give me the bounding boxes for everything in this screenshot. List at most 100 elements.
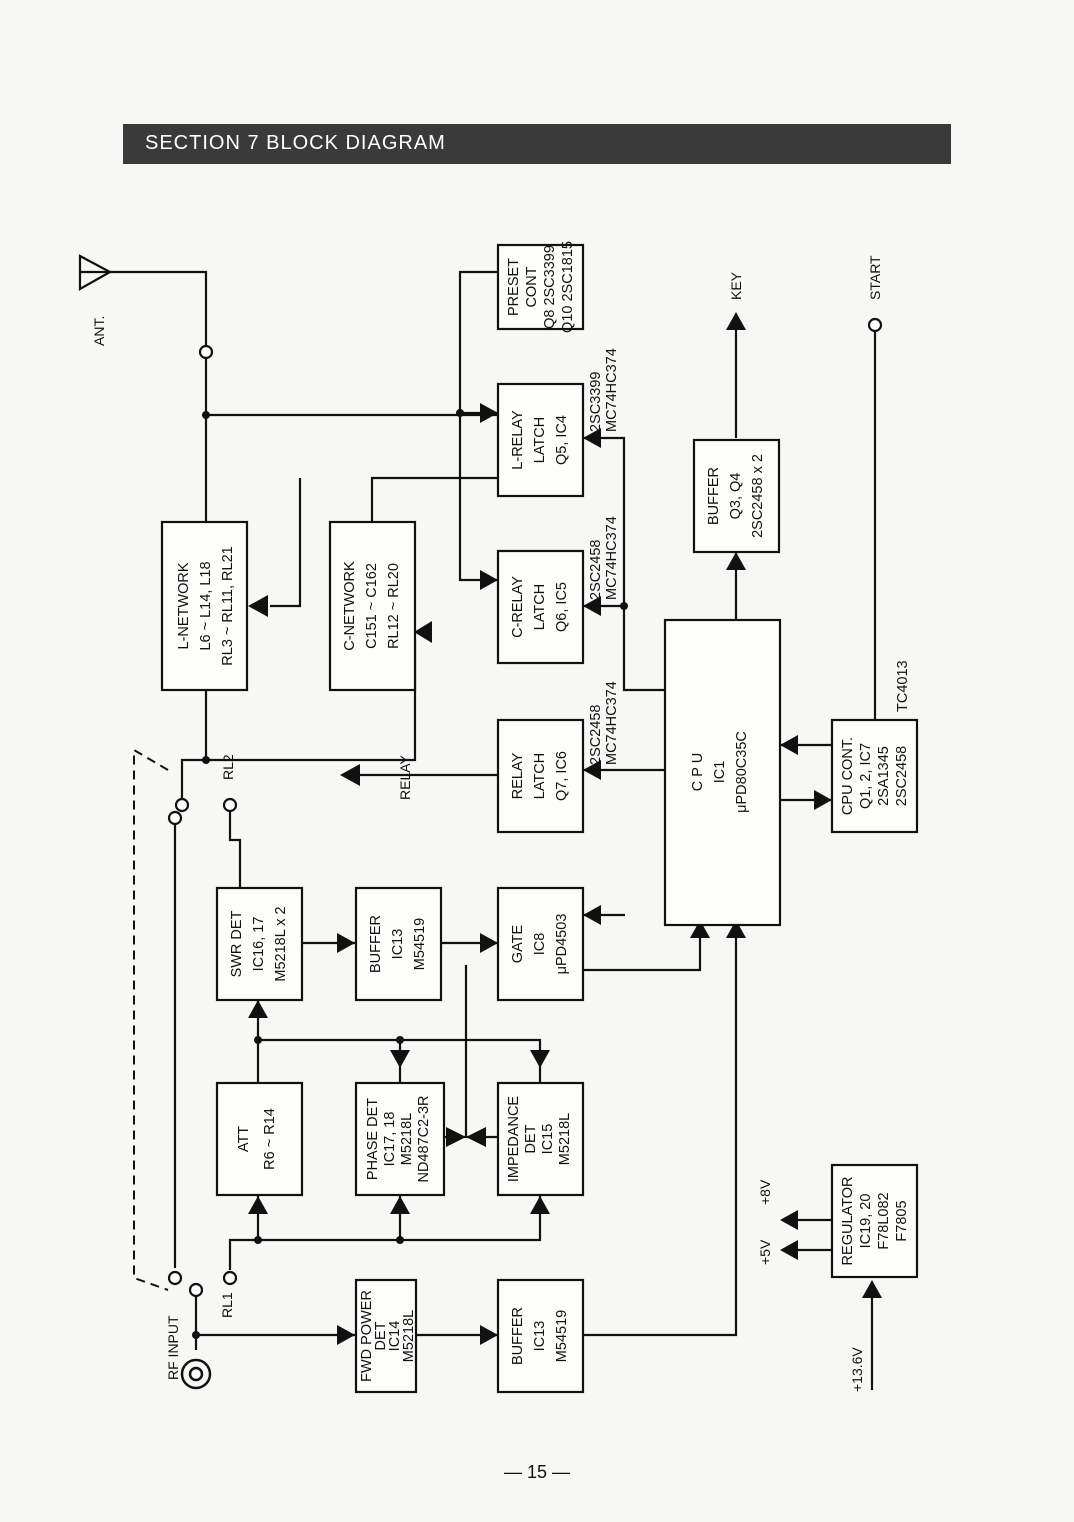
arrow-gate-to-cpu (690, 920, 710, 938)
l-relay-line3: Q5, IC4 (554, 415, 570, 465)
arrow-cpu-to-c-relay (583, 596, 601, 616)
arrow-fwd-to-cpu (726, 920, 746, 938)
arrow-to-imp-top (530, 1050, 550, 1068)
arrow-att-to-swr (248, 1000, 268, 1018)
phase-det-line1: PHASE DET (365, 1098, 381, 1180)
cpu-line2: IC1 (712, 761, 728, 784)
relay-latch-part2: MC74HC374 (604, 681, 620, 765)
buffer-fwd-block (496, 1278, 585, 1394)
impedance-det-line2: DET (523, 1124, 539, 1153)
l-relay-latch-block (496, 382, 585, 498)
c-network-line1: C-NETWORK (342, 561, 358, 651)
cpu-cont-line1: CPU CONT. (840, 737, 856, 815)
phase-det-line3: M5218L (399, 1113, 415, 1165)
junctions (167, 317, 883, 1339)
antenna-icon (78, 254, 113, 291)
arrow-5v-out (780, 1240, 798, 1260)
regulator-line2: IC19, 20 (858, 1194, 874, 1249)
rf-input-label: RF INPUT (165, 1315, 181, 1380)
relay-latch-line3: Q7, IC6 (554, 751, 570, 801)
page-number: — 15 — (503, 1462, 571, 1482)
c-relay-part1: 2SC2458 (588, 540, 604, 600)
c-relay-part2: MC74HC374 (604, 516, 620, 600)
impedance-det-line3: IC15 (540, 1124, 556, 1155)
cpu-line1: C P U (690, 753, 706, 791)
arrow-swr-to-buffer (337, 933, 355, 953)
c-relay-line1: C-RELAY (510, 576, 526, 638)
plus-13v-label: +13.6V (849, 1347, 865, 1392)
arrow-fwd-to-buffer (480, 1325, 498, 1345)
c-relay-line3: Q6, IC5 (554, 582, 570, 632)
cpu-block (663, 618, 782, 927)
fwd-power-line3: IC14 (387, 1321, 403, 1352)
relay-latch-part1: 2SC2458 (588, 705, 604, 765)
regulator-line3: F78L082 (876, 1192, 892, 1249)
arrow-to-phase-top (390, 1050, 410, 1068)
c-relay-latch-block (496, 549, 585, 665)
swr-det-line1: SWR DET (229, 910, 245, 977)
fwd-power-line1: FWD POWER (359, 1290, 375, 1382)
relay-latch-line1: RELAY (510, 752, 526, 799)
relay-latch-line2: LATCH (532, 753, 548, 799)
arrow-to-l-network (248, 595, 268, 617)
c-relay-line2: LATCH (532, 584, 548, 630)
relay-latch-block (496, 718, 585, 834)
l-network-line2: L6 ~ L14, L18 (198, 561, 214, 650)
arrow-to-c-relay (480, 570, 498, 590)
preset-cont-line2: CONT (524, 266, 540, 307)
section-title: SECTION 7 BLOCK DIAGRAM (145, 132, 446, 154)
att-block (215, 1081, 304, 1197)
buffer-key-line3: 2SC2458 x 2 (750, 454, 766, 538)
cpu-cont-line4: 2SC2458 (894, 746, 910, 806)
cpu-cont-block (830, 718, 919, 834)
relay-label: RELAY (397, 754, 413, 800)
cpu-cont-line2: Q1, 2, IC7 (858, 743, 874, 809)
gate-line2: IC8 (532, 933, 548, 956)
arrow-to-att (248, 1196, 268, 1214)
buffer-key-line1: BUFFER (706, 467, 722, 525)
arrow-to-fwd (337, 1325, 355, 1345)
section-header-bar: SECTION 7 BLOCK DIAGRAM (123, 124, 951, 164)
cpu-cont-line3: 2SA1345 (876, 746, 892, 806)
plus-8v-label: +8V (757, 1179, 773, 1205)
arrow-8v-out (780, 1210, 798, 1230)
arrow-to-c-network (414, 621, 432, 643)
preset-cont-line4: Q10 2SC1815 (560, 241, 576, 333)
impedance-det-line4: M5218L (557, 1113, 573, 1165)
arrow-cpu-to-l-relay (583, 428, 601, 448)
rl1-label: RL1 (219, 1292, 235, 1318)
phase-det-line4: ND487C2-3R (416, 1095, 432, 1182)
preset-cont-line1: PRESET (506, 258, 522, 316)
arrow-to-phase-bottom (390, 1196, 410, 1214)
arrow-cpu-to-relay (583, 760, 601, 780)
buffer-fwd-line3: M54519 (554, 1310, 570, 1362)
gate-block (496, 886, 585, 1002)
l-relay-line2: LATCH (532, 417, 548, 463)
regulator-line1: REGULATOR (840, 1177, 856, 1266)
l-network-block (160, 520, 249, 692)
arrow-key-out (726, 312, 746, 330)
regulator-line4: F7805 (894, 1200, 910, 1241)
l-relay-part1: 2SC3399 (588, 372, 604, 432)
buffer-key-line2: Q3, Q4 (728, 473, 744, 520)
antenna-label: ANT. (91, 316, 107, 346)
phase-det-block (354, 1081, 446, 1197)
att-line2: R6 ~ R14 (262, 1108, 278, 1170)
swr-det-line2: IC16, 17 (251, 917, 267, 972)
arrow-to-buffer-key (726, 552, 746, 570)
l-network-line1: L-NETWORK (176, 562, 192, 649)
preset-cont-block (496, 243, 585, 331)
c-network-line3: RL12 ~ RL20 (386, 563, 402, 649)
buffer-fwd-line1: BUFFER (510, 1307, 526, 1365)
arrow-cpu-to-gate (583, 905, 601, 925)
c-network-block (328, 520, 417, 692)
buffer-swr-line1: BUFFER (368, 915, 384, 973)
preset-cont-line3: Q8 2SC3399 (542, 245, 558, 329)
impedance-det-line1: IMPEDANCE (506, 1096, 522, 1183)
buffer-swr-block (354, 886, 443, 1002)
phase-det-line2: IC17, 18 (382, 1112, 398, 1167)
fwd-power-det-block (354, 1278, 418, 1394)
impedance-det-block (496, 1081, 585, 1197)
regulator-block (830, 1163, 919, 1279)
